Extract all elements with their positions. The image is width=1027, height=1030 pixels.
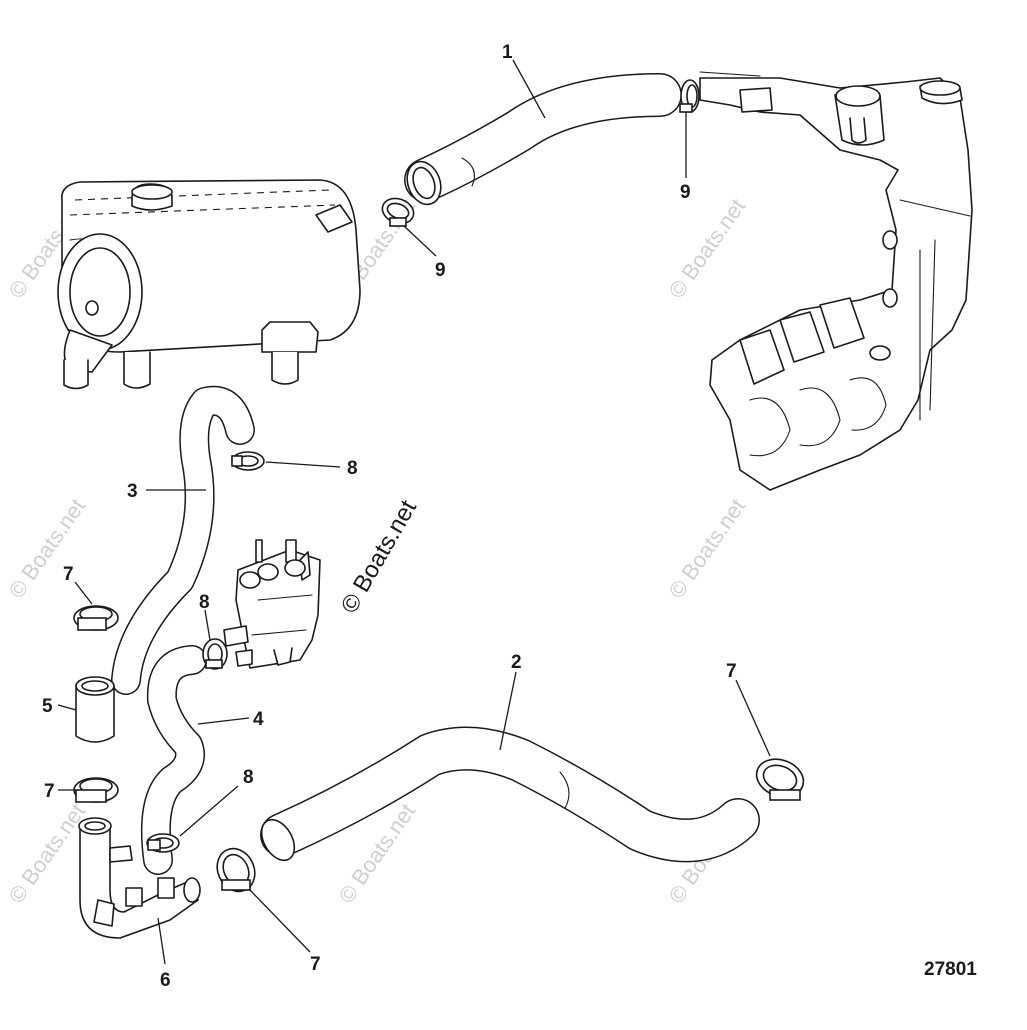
callout-5: 5	[42, 696, 53, 717]
watermark-6: © Boats.net	[4, 799, 91, 908]
callout-8-lower: 8	[243, 767, 254, 788]
exhaust-manifold-assembly	[699, 71, 973, 491]
watermark-3: © Boats.net	[664, 194, 751, 303]
clamp-7-upper-left	[73, 605, 119, 631]
watermark-5: © Boats.net	[664, 494, 751, 603]
clamp-8-upper	[231, 451, 265, 471]
callouts: 1 9 9 8 3 7 8 2 7 5 4 8 7 7 6	[42, 42, 737, 991]
clamp-8-middle	[202, 638, 228, 670]
fitting-6	[78, 817, 201, 939]
callout-7-upper-left: 7	[63, 564, 74, 585]
callout-2: 2	[511, 652, 522, 673]
hose-2	[260, 726, 760, 863]
callout-6: 6	[160, 970, 171, 991]
sleeve-5	[75, 676, 115, 743]
drawing-number: 27801	[924, 959, 977, 980]
callout-4: 4	[253, 709, 264, 730]
clamp-8-lower	[146, 833, 180, 853]
clamp-9-upper	[679, 79, 700, 113]
hose-1	[404, 73, 682, 206]
leader-lines	[57, 59, 771, 965]
hose-3	[111, 385, 255, 695]
clamp-7-lower-left	[73, 777, 119, 803]
callout-7-bottom: 7	[310, 954, 321, 975]
callout-9-lower: 9	[435, 260, 446, 281]
callout-8-upper: 8	[347, 458, 358, 479]
callout-9-upper: 9	[680, 182, 691, 203]
clamp-7-right	[755, 758, 805, 801]
callout-3: 3	[127, 481, 138, 502]
callout-7-lower-left: 7	[44, 781, 55, 802]
heat-exchanger	[57, 179, 361, 390]
callout-8-middle: 8	[199, 592, 210, 613]
callout-1: 1	[502, 42, 513, 63]
watermark-4: © Boats.net	[4, 494, 91, 603]
clamp-9-lower	[381, 197, 415, 227]
callout-7-right: 7	[726, 661, 737, 682]
valve-assembly	[223, 539, 321, 669]
main-watermark: © Boats.net	[336, 495, 422, 618]
hose-4	[140, 645, 207, 875]
clamp-7-bottom	[216, 847, 256, 893]
